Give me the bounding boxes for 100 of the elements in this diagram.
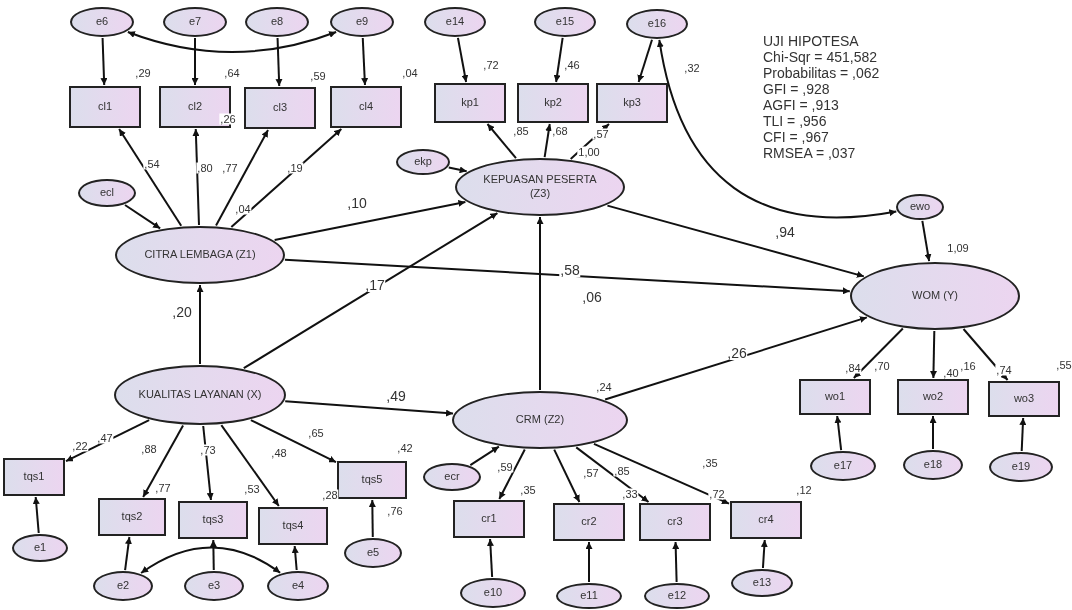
fit-statistic: CFI = ,967 — [763, 130, 829, 144]
node-label: ekp — [414, 155, 432, 169]
error-term-ellipse — [903, 450, 963, 480]
error-term-ellipse — [184, 571, 244, 601]
edge-label: ,77 — [221, 162, 239, 174]
fit-statistic: GFI = ,928 — [763, 82, 830, 96]
estimate-value: ,33 — [621, 488, 639, 500]
path-arrow — [209, 539, 217, 571]
node-label: wo2 — [922, 390, 944, 404]
node-label: e7 — [188, 15, 202, 29]
path-arrow — [202, 425, 214, 501]
error-term-ellipse — [731, 569, 793, 597]
indicator-box — [517, 83, 589, 123]
error-term-ellipse — [12, 534, 68, 562]
node-label: e11 — [580, 589, 598, 603]
node-label: cr1 — [481, 512, 497, 526]
estimate-value: ,32 — [683, 62, 701, 74]
node-label: kp1 — [461, 96, 479, 110]
path-arrow — [368, 499, 376, 538]
estimate-value: ,76 — [386, 505, 404, 517]
node-label: e13 — [752, 576, 772, 590]
edge-label: ,88 — [140, 443, 158, 455]
edge-label: ,73 — [199, 444, 217, 456]
fit-statistic: TLI = ,956 — [763, 114, 827, 128]
path-arrow — [447, 166, 468, 174]
error-term-ellipse — [330, 7, 394, 37]
node-label: e2 — [116, 579, 130, 593]
path-arrow — [553, 36, 564, 83]
path-arrow — [930, 330, 937, 379]
fit-statistic: UJI HIPOTESA — [763, 34, 859, 48]
node-label: cl2 — [187, 100, 203, 114]
node-label: tqs4 — [282, 519, 304, 533]
node-label: tqs2 — [121, 510, 143, 524]
edge-label: ,68 — [551, 125, 569, 137]
edge-label: ,40 — [942, 367, 960, 379]
node-label: cl1 — [97, 100, 113, 114]
estimate-value: ,16 — [959, 360, 977, 372]
edge-label: ,20 — [171, 305, 193, 319]
path-arrow — [604, 316, 868, 401]
node-label: e9 — [355, 15, 369, 29]
indicator-box — [69, 86, 141, 128]
indicator-box — [258, 507, 328, 545]
covariance-arrow — [657, 38, 898, 219]
path-arrow — [585, 541, 593, 583]
path-arrow — [275, 37, 283, 87]
path-arrow — [284, 400, 455, 417]
error-term-ellipse — [93, 571, 153, 601]
node-label: KEPUASAN PESERTA (Z3) — [482, 173, 598, 201]
node-label: e18 — [923, 458, 943, 472]
estimate-value: ,46 — [563, 59, 581, 71]
path-arrow — [124, 536, 132, 572]
edge-label: ,10 — [346, 196, 368, 210]
path-arrow — [361, 37, 369, 86]
path-arrow — [760, 539, 768, 569]
edge-label: ,35 — [701, 457, 719, 469]
fit-statistic: AGFI = ,913 — [763, 98, 839, 112]
edge-label: ,06 — [581, 290, 603, 304]
edge-label: ,54 — [143, 158, 161, 170]
path-arrow — [852, 327, 904, 379]
node-label: kp3 — [623, 96, 641, 110]
path-arrow — [456, 36, 469, 83]
edge-label: ,47 — [96, 432, 114, 444]
path-arrow — [1019, 417, 1027, 452]
path-arrow — [486, 538, 494, 578]
node-label: ecr — [444, 470, 460, 484]
edge-label: ,58 — [559, 263, 581, 277]
estimate-value: ,59 — [309, 70, 327, 82]
path-arrow — [249, 419, 337, 464]
estimate-value: ,12 — [795, 484, 813, 496]
indicator-box — [337, 461, 407, 499]
estimate-value: ,70 — [873, 360, 891, 372]
estimate-value: ,35 — [519, 484, 537, 496]
estimate-value: ,42 — [396, 442, 414, 454]
node-label: e5 — [366, 546, 380, 560]
node-label: e4 — [291, 579, 305, 593]
path-arrow — [291, 545, 299, 571]
edge-label: ,26 — [726, 346, 748, 360]
path-arrow — [283, 258, 851, 295]
estimate-value: ,04 — [234, 203, 252, 215]
error-term-ellipse — [78, 179, 136, 207]
path-arrow — [100, 37, 108, 86]
indicator-box — [799, 379, 871, 415]
node-label: e14 — [445, 15, 465, 29]
path-arrow — [65, 419, 151, 463]
indicator-box — [178, 501, 248, 539]
path-arrow — [672, 541, 680, 583]
estimate-value: 1,09 — [946, 242, 970, 254]
estimate-value: 1,00 — [577, 146, 601, 158]
node-label: e19 — [1011, 460, 1031, 474]
node-label: e17 — [833, 459, 853, 473]
indicator-box — [98, 498, 166, 536]
estimate-value: ,72 — [482, 59, 500, 71]
node-label: e6 — [95, 15, 109, 29]
path-arrow — [32, 496, 40, 534]
covariance-arrow — [140, 546, 282, 574]
estimate-value: ,72 — [708, 488, 726, 500]
path-arrow — [536, 216, 544, 391]
node-label: e1 — [33, 541, 47, 555]
path-arrow — [118, 128, 183, 227]
estimate-value: ,53 — [243, 483, 261, 495]
